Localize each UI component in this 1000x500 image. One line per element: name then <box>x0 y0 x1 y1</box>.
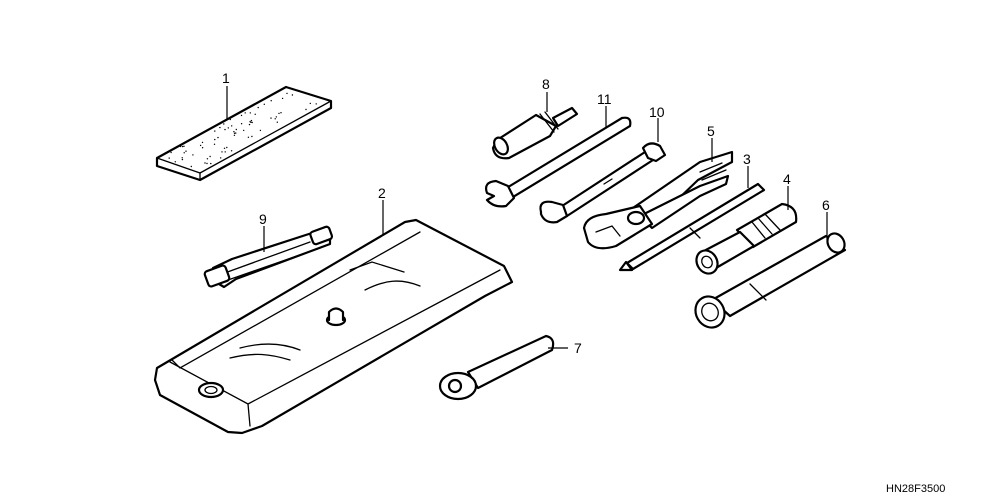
pad-speck <box>220 157 222 159</box>
pad-texture <box>168 92 317 168</box>
pad-speck <box>249 112 251 114</box>
pad-speck <box>251 121 253 124</box>
pad-speck <box>276 121 278 123</box>
pad-speck <box>248 123 251 126</box>
pad-speck <box>229 118 231 121</box>
pad-speck <box>223 147 226 149</box>
pad-speck <box>217 136 219 139</box>
pad-speck <box>231 125 233 127</box>
callout-8: 8 <box>542 76 550 92</box>
pad-speck <box>240 123 243 125</box>
pad-speck <box>201 141 204 144</box>
part-1-pad <box>155 85 333 182</box>
pad-speck <box>305 108 307 111</box>
callout-3: 3 <box>743 151 751 167</box>
pad-speck <box>291 94 294 96</box>
part-10-wrench <box>539 142 667 224</box>
pad-speck <box>274 118 276 120</box>
pad-speck <box>181 157 183 159</box>
pad-speck <box>219 126 221 129</box>
pad-speck <box>183 145 185 147</box>
callout-1: 1 <box>222 70 230 86</box>
pad-speck <box>214 130 216 132</box>
pad-speck <box>170 151 172 154</box>
callout-2: 2 <box>378 185 386 201</box>
pad-speck <box>244 112 246 114</box>
pad-speck <box>168 157 170 159</box>
pad-speck <box>309 102 311 105</box>
pad-speck <box>209 155 211 158</box>
pad-speck <box>281 97 284 100</box>
callout-7: 7 <box>574 340 582 356</box>
part-8-driver-handle <box>491 106 579 160</box>
pad-speck <box>275 116 277 118</box>
callout-numbers: 1 2 3 4 5 6 7 8 9 10 11 <box>222 70 830 356</box>
pad-speck <box>286 92 288 95</box>
pad-speck <box>226 146 228 149</box>
pad-speck <box>257 106 259 109</box>
pad-speck <box>179 145 182 148</box>
pad-speck <box>174 161 176 163</box>
pad-speck <box>181 158 184 161</box>
pad-speck <box>247 136 250 138</box>
part-6-box-spanner <box>694 232 847 329</box>
pad-speck <box>254 113 256 116</box>
pad-speck <box>250 121 252 124</box>
callout-5: 5 <box>707 123 715 139</box>
pad-speck <box>270 117 272 119</box>
pad-speck <box>190 165 192 168</box>
pad-speck <box>235 128 237 131</box>
pad-speck <box>251 135 253 138</box>
pad-speck <box>278 112 280 115</box>
pad-speck <box>206 158 209 160</box>
pad-speck <box>263 103 265 106</box>
pad-speck <box>204 162 206 164</box>
pad-speck <box>213 143 216 145</box>
pad-speck <box>233 132 236 134</box>
part-7-pin-spanner <box>438 334 555 401</box>
pad-speck <box>181 145 184 148</box>
callout-11: 11 <box>597 91 612 107</box>
pad-speck <box>214 138 216 141</box>
pad-speck <box>233 131 235 133</box>
part-5-pliers <box>582 150 734 250</box>
pad-speck <box>185 150 187 152</box>
pad-speck <box>192 154 194 156</box>
pad-speck <box>221 151 223 153</box>
pad-speck <box>315 103 317 105</box>
callout-6: 6 <box>822 197 830 213</box>
part-11-wrench <box>484 116 632 208</box>
part-9-strap <box>203 225 334 289</box>
pad-speck <box>270 100 272 102</box>
pad-speck <box>233 134 236 136</box>
part-4-driver-handle <box>695 202 798 275</box>
pad-speck <box>223 123 225 125</box>
pad-speck <box>235 132 237 134</box>
pad-speck <box>280 112 282 114</box>
pad-speck <box>230 150 233 152</box>
pad-speck <box>240 114 243 117</box>
pad-speck <box>210 162 212 165</box>
pad-speck <box>259 129 262 132</box>
diagram-code: HN28F3500 <box>886 483 945 495</box>
pad-speck <box>224 151 226 153</box>
pad-speck <box>201 147 204 149</box>
callout-4: 4 <box>783 171 791 187</box>
callout-10: 10 <box>649 104 665 120</box>
pad-speck <box>183 152 185 154</box>
pad-speck <box>206 162 208 165</box>
pad-speck <box>199 144 202 147</box>
pad-speck <box>227 127 229 129</box>
pad-speck <box>243 129 245 132</box>
pad-speck <box>224 128 226 131</box>
pad-speck <box>250 119 253 122</box>
part-3-screwdriver-bit <box>618 182 766 272</box>
leader-lines <box>226 86 828 349</box>
callout-9: 9 <box>259 211 267 227</box>
part-2-tool-bag <box>153 218 514 435</box>
